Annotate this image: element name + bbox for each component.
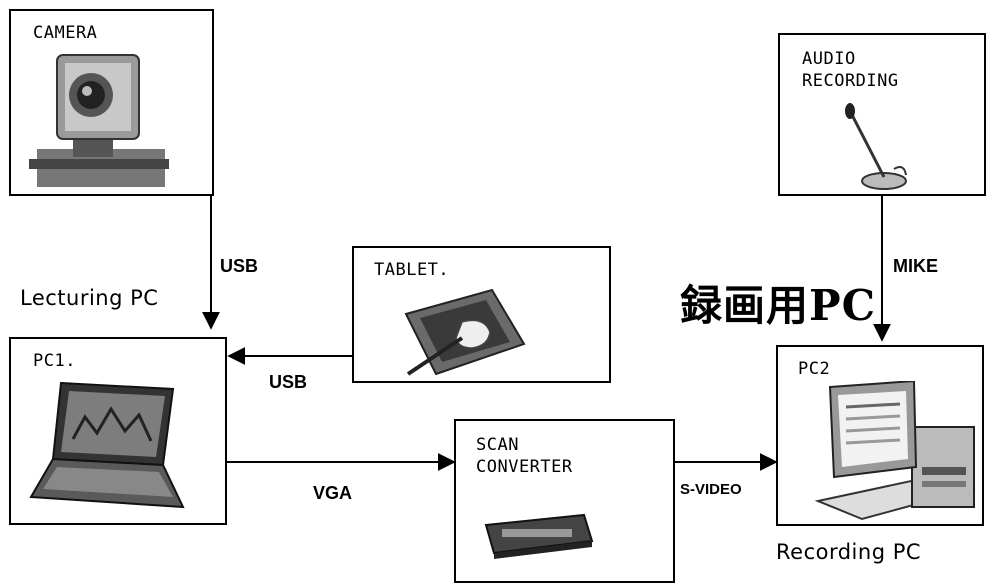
camera-to-pc1-label: USB	[220, 256, 258, 277]
scan-to-pc2-label: S-VIDEO	[680, 481, 742, 498]
desktop-pc-icon	[812, 381, 982, 526]
camera-label: CAMERA	[33, 23, 97, 43]
audio-recording-node: AUDIO RECORDING	[778, 33, 986, 196]
laptop-icon	[23, 379, 193, 519]
tablet-label: TABLET.	[374, 260, 449, 280]
pc2-node: PC2	[776, 345, 984, 526]
audio-label-line1: AUDIO	[802, 49, 856, 69]
tablet-icon	[398, 286, 528, 378]
tablet-node: TABLET.	[352, 246, 611, 383]
scan-converter-label-line1: SCAN	[476, 435, 519, 455]
pc1-node: PC1.	[9, 337, 227, 525]
microphone-icon	[838, 103, 918, 193]
pc2-label: PC2	[798, 359, 830, 379]
scan-converter-label-line2: CONVERTER	[476, 457, 573, 477]
audio-label-line2: RECORDING	[802, 71, 899, 91]
scan-converter-node: SCAN CONVERTER	[454, 419, 675, 583]
scan-converter-icon	[476, 507, 596, 563]
recording-pc-caption: Recording PC	[776, 540, 921, 564]
camera-icon	[29, 51, 169, 191]
audio-to-pc2-label: MIKE	[893, 256, 938, 277]
pc1-to-scan-label: VGA	[313, 483, 352, 504]
recording-pc-jp-caption: 録画用PC	[680, 272, 876, 333]
camera-node: CAMERA	[9, 9, 214, 196]
lecturing-pc-caption: Lecturing PC	[20, 286, 158, 310]
pc1-label: PC1.	[33, 351, 76, 371]
tablet-to-pc1-label: USB	[269, 372, 307, 393]
